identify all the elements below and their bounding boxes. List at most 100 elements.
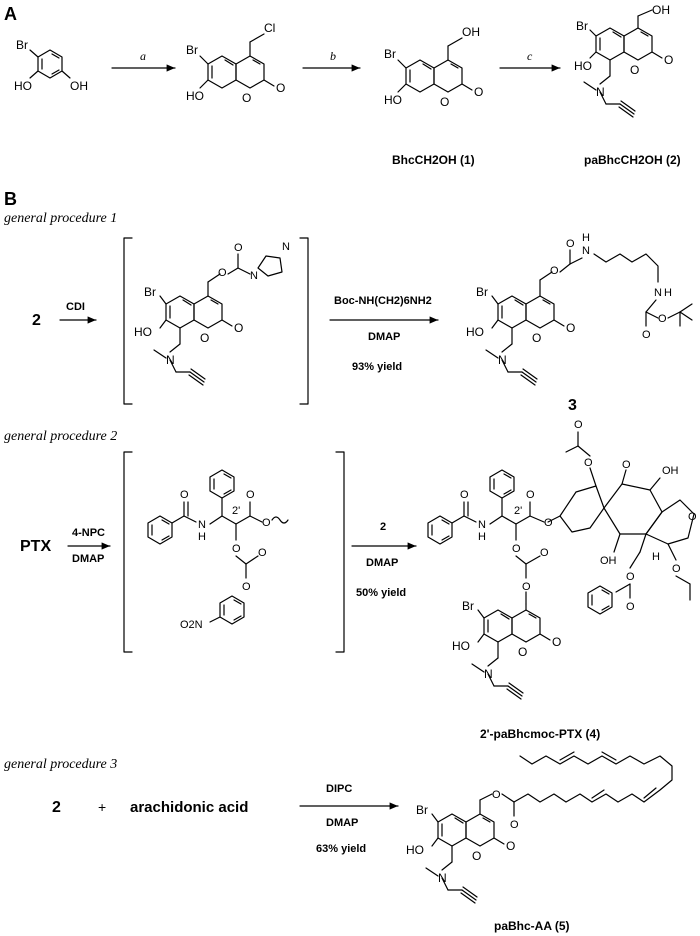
svg-text:O: O [262,517,271,529]
svg-text:O: O [672,563,681,575]
reagent-dmap-2b: DMAP [366,557,398,569]
svg-text:O: O [622,459,631,471]
svg-text:O: O [664,53,673,67]
svg-text:N: N [198,519,206,531]
compound-label-4: 2'-paBhcmoc-PTX (4) [480,727,600,741]
svg-text:O: O [512,543,521,555]
bromoresorcinol-structure: Br HO OH [14,38,88,93]
procedure-1-title: general procedure 1 [4,211,117,226]
svg-text:OH: OH [662,465,679,477]
bracket-right-1 [299,237,309,405]
svg-text:OH: OH [652,3,670,17]
svg-text:HO: HO [466,325,484,339]
compound-4-structure: O N H 2' O O O O O O O O OH [427,419,697,700]
svg-text:O: O [688,511,697,523]
svg-text:O: O [232,543,241,555]
step-label-a: a [140,49,146,63]
svg-text:Br: Br [416,803,428,817]
reagent-2: 2 [380,521,386,533]
reagent-boc-diamine: Boc-NH(CH2)6NH2 [334,295,432,307]
svg-text:O: O [566,321,575,335]
ptx-label: PTX [20,538,51,555]
svg-text:HO: HO [384,93,402,107]
procedure-3-title: general procedure 3 [4,757,117,772]
step-label-c: c [527,49,533,63]
bhcch2oh-structure: OH Br HO O O [384,25,483,109]
svg-text:N: N [438,871,447,885]
bracket-left-2 [123,451,133,653]
svg-text:H: H [582,232,590,244]
svg-text:HO: HO [14,79,32,93]
svg-text:N: N [166,353,175,367]
svg-text:N: N [498,353,507,367]
svg-text:O: O [472,849,481,863]
reagent-dmap-3: DMAP [326,817,358,829]
svg-text:OH: OH [462,25,480,39]
reagent-4npc: 4-NPC [72,527,105,539]
npc-carbonate-intermediate: O N H 2' O O O O O O2N [147,469,289,631]
svg-text:2': 2' [232,505,240,517]
svg-text:O: O [584,457,593,469]
svg-text:O: O [552,635,561,649]
svg-text:HO: HO [134,325,152,339]
svg-text:Br: Br [462,599,474,613]
procedure-2-title: general procedure 2 [4,429,117,444]
plus-sign: + [98,799,106,815]
bracket-right-2 [335,451,345,653]
svg-text:Br: Br [186,43,198,57]
svg-text:Br: Br [16,38,28,52]
imidazole-carbamate-intermediate: O O N N Br HO O O N [134,241,290,386]
svg-text:O: O [200,331,209,345]
svg-text:N: N [484,667,493,681]
svg-text:O: O [526,489,535,501]
compound-5-structure: O O Br HO O O N [406,751,673,904]
yield-3: 63% yield [316,843,366,855]
svg-text:Br: Br [476,285,488,299]
svg-text:H: H [652,551,660,563]
svg-text:O: O [642,329,651,341]
svg-text:O: O [242,91,251,105]
svg-text:O: O [218,267,227,279]
svg-text:O: O [532,331,541,345]
chloromethyl-coumarin-structure: Cl Br HO O O [186,21,285,105]
step-label-b: b [330,49,336,63]
svg-text:O: O [474,85,483,99]
svg-text:O: O [242,581,251,593]
compound-3-structure: O O N H N H O O Br HO O O N [466,232,693,386]
svg-text:O: O [566,238,575,250]
pabhcch2oh-structure: OH Br HO O O N [574,3,673,118]
svg-text:N: N [596,85,605,99]
svg-text:Cl: Cl [264,21,275,35]
svg-text:O: O [510,819,519,831]
svg-text:HO: HO [574,59,592,73]
yield-2: 50% yield [356,587,406,599]
svg-text:HO: HO [406,843,424,857]
yield-1: 93% yield [352,361,402,373]
reagent-dmap-1: DMAP [368,331,400,343]
svg-text:O: O [180,489,189,501]
svg-text:O: O [506,839,515,853]
svg-text:N: N [582,245,590,257]
svg-text:O: O [630,63,639,77]
svg-text:O: O [258,547,267,559]
arachidonic-acid-label: arachidonic acid [130,799,248,816]
svg-text:O: O [492,789,501,801]
svg-text:O: O [550,265,559,277]
svg-text:H: H [664,287,672,299]
svg-text:OH: OH [600,555,617,567]
svg-text:HO: HO [186,89,204,103]
procedure-3-start: 2 [52,799,61,816]
panel-label-b: B [4,189,17,209]
compound-label-5: paBhc-AA (5) [494,919,570,933]
svg-text:O: O [246,489,255,501]
svg-text:O: O [544,517,553,529]
svg-text:OH: OH [70,79,88,93]
svg-text:O: O [626,571,635,583]
svg-text:O: O [234,242,243,254]
svg-text:O: O [460,489,469,501]
svg-text:Br: Br [384,47,396,61]
svg-text:HO: HO [452,639,470,653]
compound-label-3: 3 [568,397,577,414]
svg-text:2': 2' [514,505,522,517]
